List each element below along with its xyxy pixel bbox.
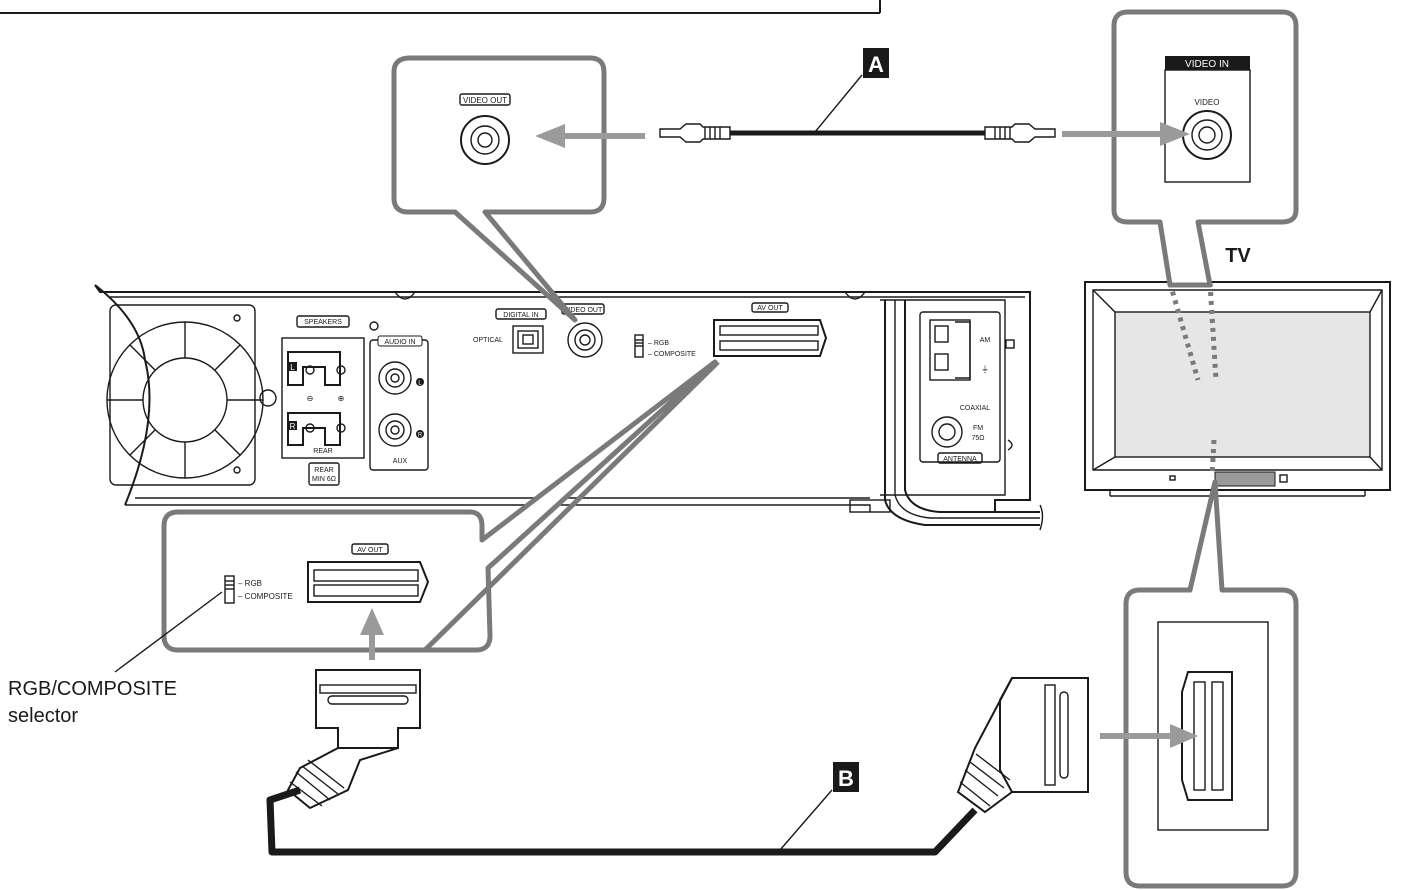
aud-r-label: R — [418, 433, 423, 439]
spk-r-label: R — [290, 422, 296, 431]
digital-in-label: DIGITAL IN — [503, 312, 538, 319]
callout-video-in: VIDEO IN VIDEO — [1111, 9, 1299, 288]
video-in-label: VIDEO IN — [1185, 59, 1229, 70]
am-label: AM — [980, 337, 991, 344]
optical-label: OPTICAL — [473, 337, 503, 344]
panel-composite-label: – COMPOSITE — [648, 351, 696, 358]
selector-label-line1: RGB/COMPOSITE — [8, 678, 177, 700]
fm-label-line2: 75Ω — [971, 435, 984, 442]
rear-min-line1: REAR — [314, 467, 333, 474]
audio-in-jacks: AUDIO IN L R AUX — [369, 335, 429, 471]
svg-text:⊖: ⊖ — [307, 394, 314, 403]
callout-av-out: AV OUT – RGB – COMPOSITE — [161, 359, 720, 653]
tv-set: TV — [1084, 245, 1391, 497]
screw — [259, 389, 277, 407]
coaxial-label: COAXIAL — [960, 405, 990, 412]
screw-small — [369, 321, 379, 331]
spk-l-label: L — [290, 363, 295, 372]
digital-in-optical: DIGITAL IN OPTICAL — [473, 308, 547, 354]
antenna-leads — [884, 300, 1044, 531]
audio-in-label: AUDIO IN — [384, 339, 415, 346]
fan-grille — [106, 304, 264, 486]
selector-annotation: RGB/COMPOSITE selector — [8, 591, 223, 727]
cable-a-label: A — [868, 52, 884, 77]
video-label: VIDEO — [1195, 98, 1220, 107]
ground-icon: ⏚ — [981, 365, 989, 374]
cable-b-label: B — [838, 766, 854, 791]
callout-composite-label: – COMPOSITE — [238, 592, 293, 601]
speakers-terminal: SPEAKERS L R ⊖ ⊕ REAR REAR MIN 6Ω — [281, 315, 365, 486]
speakers-label: SPEAKERS — [304, 319, 342, 326]
antenna-label: ANTENNA — [943, 456, 977, 463]
flow-arrows — [360, 122, 1198, 748]
tv-screen — [1114, 311, 1371, 458]
panel-rgb-switch: – RGB – COMPOSITE — [634, 334, 696, 358]
tv-label: TV — [1225, 245, 1251, 267]
panel-av-out-scart: AV OUT — [713, 302, 828, 357]
cable-a: A — [659, 48, 1056, 143]
fm-label-line1: FM — [973, 425, 983, 432]
top-frame-line — [0, 0, 881, 14]
rear-label: REAR — [313, 448, 332, 455]
aud-l-label: L — [418, 381, 422, 387]
callout-av-out-label: AV OUT — [357, 547, 383, 554]
selector-label-line2: selector — [8, 705, 78, 727]
main-unit-rear-panel: SPEAKERS L R ⊖ ⊕ REAR REAR MIN 6Ω AUDIO … — [94, 284, 1044, 531]
rear-min-line2: MIN 6Ω — [312, 476, 336, 483]
aux-label: AUX — [393, 458, 408, 465]
callout-video-out-label: VIDEO OUT — [463, 96, 507, 105]
callout-tv-scart — [1123, 479, 1299, 889]
antenna-terminals: AM ⏚ COAXIAL FM 75Ω ANTENNA — [880, 299, 1015, 496]
callout-rgb-label: – RGB — [238, 579, 262, 588]
panel-av-out-label: AV OUT — [757, 305, 783, 312]
cable-b: B — [266, 669, 1089, 856]
callout-video-out: VIDEO OUT — [391, 55, 607, 323]
panel-video-out-label: VIDEO OUT — [564, 307, 603, 314]
panel-rgb-label: – RGB — [648, 340, 669, 347]
svg-text:⊕: ⊕ — [338, 394, 345, 403]
